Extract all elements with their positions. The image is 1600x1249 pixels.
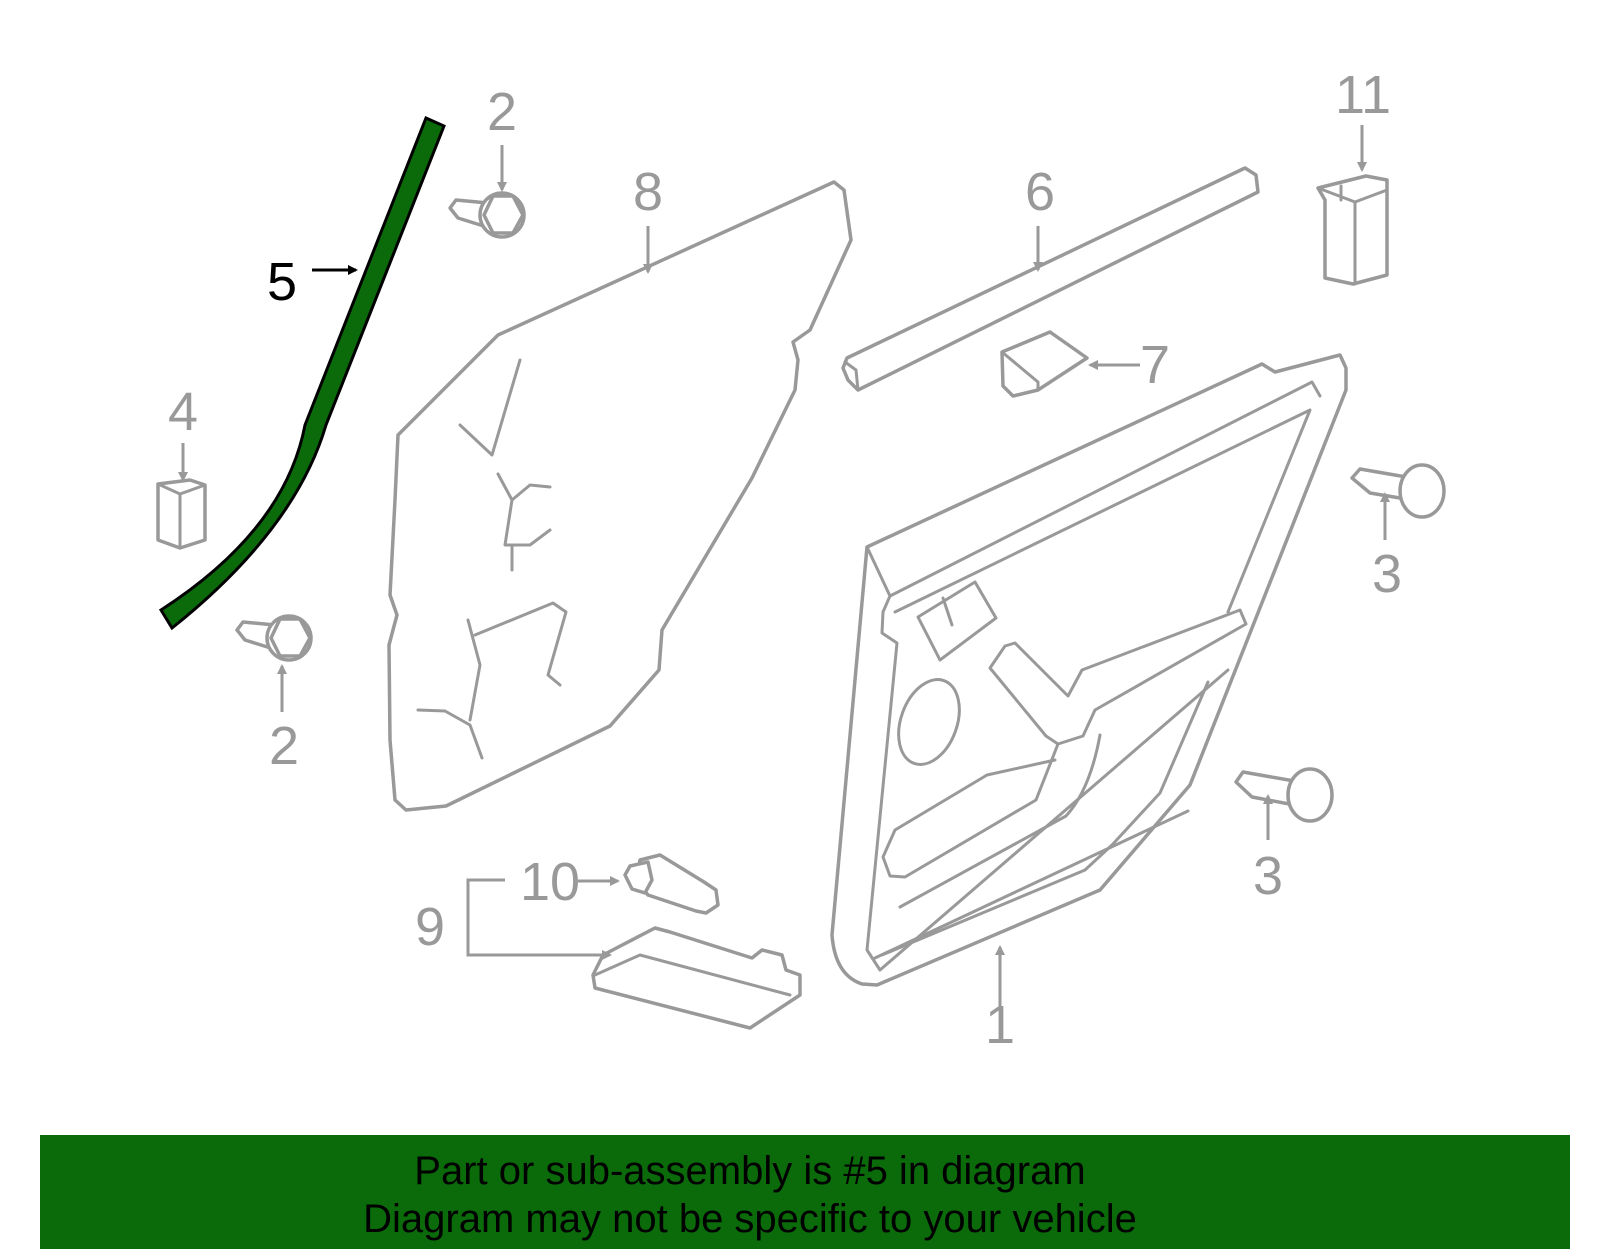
part-11-bracket[interactable] [1316,174,1389,286]
part-1-door-trim-panel[interactable] [830,353,1348,987]
part-3-clip-upper[interactable] [1350,463,1446,519]
info-banner: Part or sub-assembly is #5 in diagram Di… [40,1135,1570,1249]
part-8-water-shield[interactable] [387,180,853,812]
callout-1: 1 [985,995,1015,1055]
callout-7: 7 [1140,335,1170,395]
part-4-block[interactable] [156,478,207,550]
callout-labels: 1 2 2 3 3 4 5 6 7 8 9 10 11 [168,65,1402,1055]
callout-2-upper: 2 [487,82,517,142]
callout-5: 5 [267,252,297,312]
leader-arrows [178,125,1390,1010]
part-7-clip[interactable] [1000,330,1089,398]
part-2-bolt-lower[interactable] [235,614,313,662]
part-2-bolt-upper[interactable] [448,191,526,239]
callout-9: 9 [415,897,445,957]
callout-6: 6 [1025,162,1055,222]
callout-3-upper: 3 [1372,544,1402,604]
callout-8: 8 [633,162,663,222]
callout-3-lower: 3 [1253,846,1283,906]
banner-line-2: Diagram may not be specific to your vehi… [363,1197,1137,1241]
part-5-weatherstrip[interactable] [158,115,446,631]
part-6-belt-molding[interactable] [841,166,1260,392]
callout-2-lower: 2 [269,716,299,776]
part-9-lamp-assembly[interactable] [591,926,802,1030]
part-10-bulb-socket[interactable] [623,853,720,915]
callout-11: 11 [1335,65,1391,125]
callout-4: 4 [168,382,198,442]
part-3-clip-lower[interactable] [1234,767,1334,823]
callout-10: 10 [520,852,580,912]
banner-line-1: Part or sub-assembly is #5 in diagram [414,1149,1086,1193]
